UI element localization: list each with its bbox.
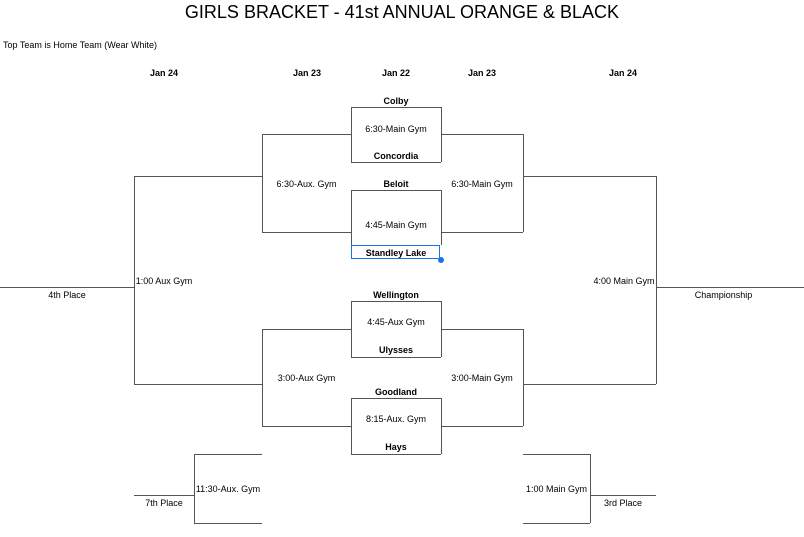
bracket-line	[351, 301, 352, 357]
bracket-line	[441, 190, 442, 245]
date-header-col4: Jan 23	[467, 68, 497, 78]
bracket-line	[590, 495, 656, 496]
bracket-line	[262, 134, 263, 232]
bracket-line	[656, 287, 804, 288]
bracket-line	[351, 190, 441, 191]
game-time-label[interactable]: 11:30-Aux. Gym	[195, 484, 261, 494]
game-time-label[interactable]: 4:45-Aux Gym	[367, 317, 425, 327]
team-standley-lake[interactable]: Standley Lake	[365, 248, 427, 258]
bracket-line	[262, 134, 351, 135]
game-time-label[interactable]: 1:00 Main Gym	[525, 484, 588, 494]
bracket-line	[351, 162, 441, 163]
bracket-line	[262, 232, 351, 233]
game-time-label[interactable]: 1:00 Aux Gym	[135, 276, 193, 286]
fourth-place-label[interactable]: 4th Place	[48, 290, 86, 300]
team-hays[interactable]: Hays	[385, 442, 407, 452]
game-time-label[interactable]: 8:15-Aux. Gym	[365, 414, 427, 424]
bracket-line	[194, 454, 195, 523]
third-place-label[interactable]: 3rd Place	[603, 498, 643, 508]
page-title: GIRLS BRACKET - 41st ANNUAL ORANGE & BLA…	[184, 2, 620, 22]
bracket-line	[262, 329, 263, 426]
bracket-line	[134, 495, 194, 496]
bracket-line	[656, 176, 657, 384]
bracket-line	[262, 426, 351, 427]
bracket-line	[351, 107, 352, 162]
bracket-line	[523, 523, 590, 524]
bracket-line	[351, 398, 441, 399]
bracket-line	[351, 190, 352, 245]
bracket-line	[351, 107, 441, 108]
bracket-line	[523, 329, 524, 426]
team-ulysses[interactable]: Ulysses	[378, 345, 414, 355]
game-time-label[interactable]: 6:30-Main Gym	[451, 179, 513, 189]
bracket-line	[523, 384, 656, 385]
team-colby[interactable]: Colby	[383, 96, 409, 106]
bracket-line	[194, 523, 262, 524]
date-header-col2: Jan 23	[292, 68, 322, 78]
bracket-line	[441, 134, 523, 135]
bracket-line	[590, 454, 591, 523]
bracket-line	[523, 176, 656, 177]
championship-label[interactable]: Championship	[694, 290, 753, 300]
bracket-line	[351, 454, 441, 455]
team-beloit[interactable]: Beloit	[383, 179, 409, 189]
bracket-line	[134, 384, 262, 385]
bracket-line	[351, 398, 352, 454]
game-time-label[interactable]: 6:30-Main Gym	[365, 124, 427, 134]
fill-handle[interactable]	[438, 257, 444, 263]
bracket-line	[351, 357, 441, 358]
team-goodland[interactable]: Goodland	[375, 387, 417, 397]
bracket-line	[523, 134, 524, 232]
game-time-label[interactable]: 3:00-Main Gym	[451, 373, 513, 383]
bracket-line	[441, 426, 523, 427]
seventh-place-label[interactable]: 7th Place	[145, 498, 183, 508]
date-header-col5: Jan 24	[608, 68, 638, 78]
bracket-line	[441, 232, 523, 233]
bracket-line	[523, 454, 590, 455]
game-time-label[interactable]: 3:00-Aux Gym	[277, 373, 336, 383]
bracket-line	[134, 176, 262, 177]
bracket-line	[194, 454, 262, 455]
selected-cell[interactable]	[351, 245, 440, 259]
game-time-label[interactable]: 6:30-Aux. Gym	[276, 179, 337, 189]
bracket-line	[441, 329, 523, 330]
date-header-col3: Jan 22	[381, 68, 411, 78]
date-header-col1: Jan 24	[149, 68, 179, 78]
bracket-line	[351, 301, 441, 302]
game-time-label[interactable]: 4:45-Main Gym	[365, 220, 427, 230]
game-time-label[interactable]: 4:00 Main Gym	[593, 276, 655, 286]
bracket-line	[262, 329, 351, 330]
team-concordia[interactable]: Concordia	[373, 151, 419, 161]
bracket-line	[134, 176, 135, 384]
home-team-note: Top Team is Home Team (Wear White)	[3, 40, 158, 50]
bracket-line	[0, 287, 134, 288]
team-wellington[interactable]: Wellington	[373, 290, 419, 300]
